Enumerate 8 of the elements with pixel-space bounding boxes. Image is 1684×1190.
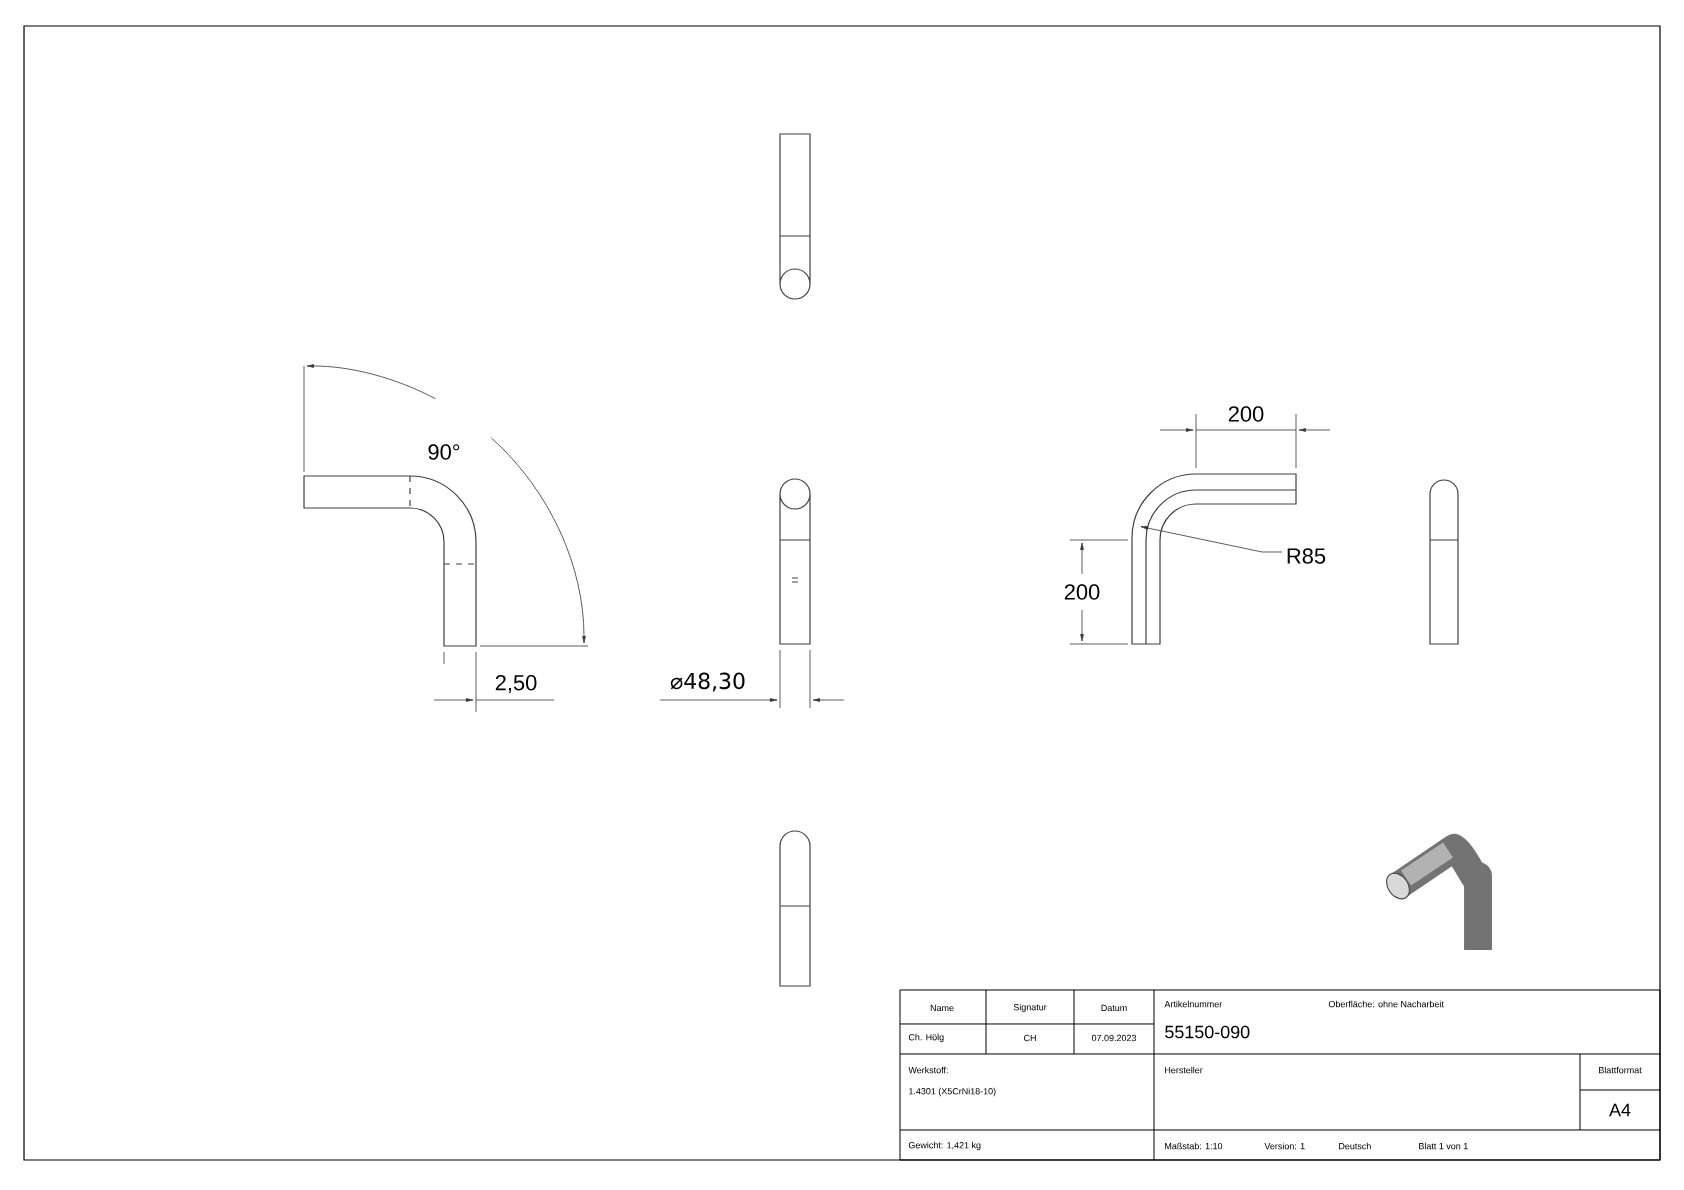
sheet-format: A4 [1607, 1101, 1633, 1119]
dimension-text: ⌀48,30 [668, 670, 748, 694]
dimension-text: 200 [1061, 582, 1103, 602]
dimension-text: 90° [425, 442, 463, 462]
article-number: 55150-090 [1162, 1023, 1253, 1041]
dimension-text: R85 [1283, 546, 1329, 566]
dimension-text: 200 [1225, 404, 1267, 424]
dimension-text: 2,50 [492, 672, 540, 696]
